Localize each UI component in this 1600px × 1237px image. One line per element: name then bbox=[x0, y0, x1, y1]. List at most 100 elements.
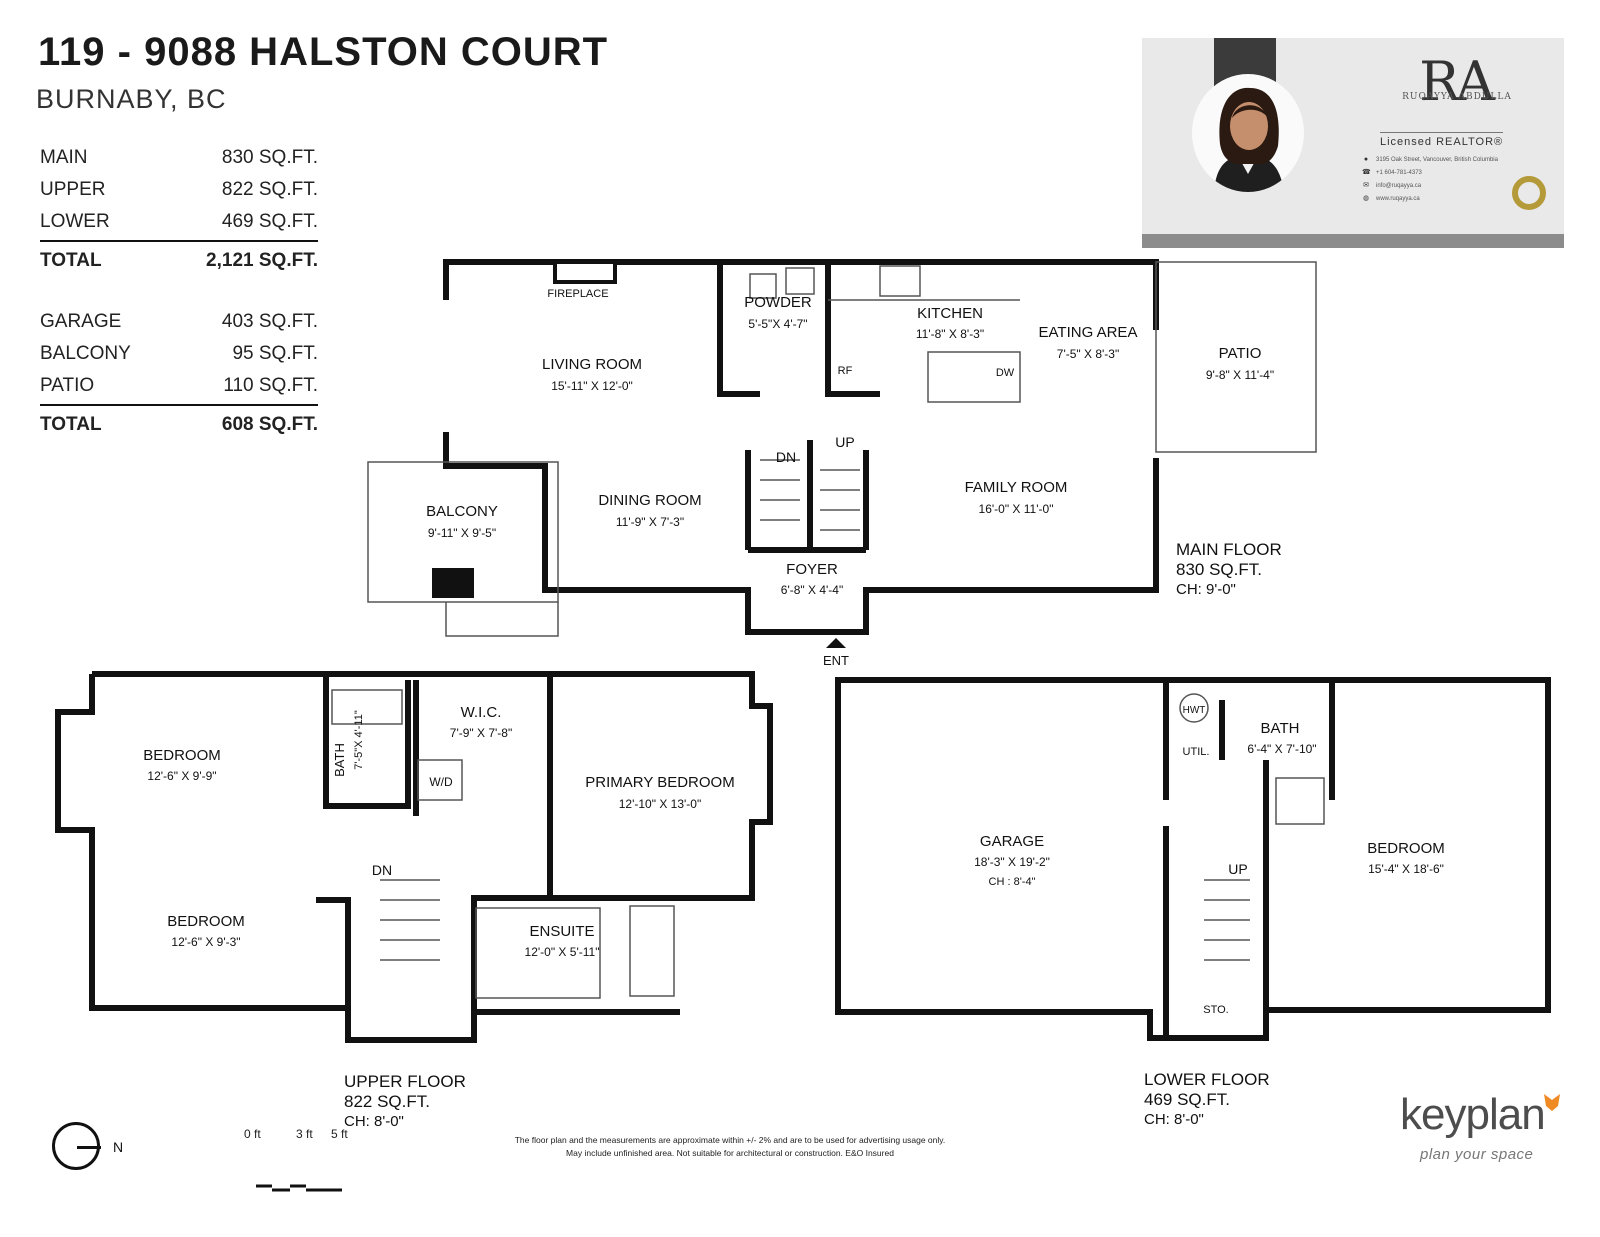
foyer-name: FOYER bbox=[786, 561, 838, 578]
area-value: 822 SQ.FT. bbox=[221, 179, 318, 200]
area-value: 95 SQ.FT. bbox=[232, 343, 318, 364]
disclaimer: The floor plan and the measurements are … bbox=[470, 1134, 990, 1160]
email-text: info@ruqayya.ca bbox=[1376, 183, 1422, 189]
compass-needle bbox=[77, 1146, 101, 1149]
main-floor-label: MAIN FLOOR 830 SQ.FT. CH: 9'-0" bbox=[1176, 540, 1282, 600]
licensed-realtor: Licensed REALTOR® bbox=[1380, 132, 1504, 148]
bedroom-1-name: BEDROOM bbox=[143, 747, 221, 764]
fox-icon bbox=[1544, 1094, 1560, 1111]
area-label: LOWER bbox=[40, 211, 110, 232]
kitchen-dim: 11'-8" X 8'-3" bbox=[916, 327, 984, 341]
primary-bedroom-dim: 12'-10" X 13'-0" bbox=[619, 797, 701, 811]
storage-label: STO. bbox=[1203, 1004, 1228, 1016]
area-label: PATIO bbox=[40, 375, 95, 396]
scale-bar bbox=[256, 1184, 342, 1192]
phone-icon: ☎ bbox=[1362, 169, 1371, 176]
upper-floor-label: UPPER FLOOR 822 SQ.FT. CH: 8'-0" bbox=[344, 1072, 466, 1132]
compass-north-label: N bbox=[113, 1139, 124, 1155]
area-row-main: MAIN 830 SQ.FT. bbox=[40, 142, 318, 174]
main-floor-fixtures bbox=[367, 261, 1317, 637]
stairs-down-label: DN bbox=[776, 449, 796, 465]
area-row-patio: PATIO 110 SQ.FT. bbox=[40, 370, 318, 402]
family-room-dim: 16'-0" X 11'-0" bbox=[979, 502, 1054, 516]
scale-label-3: 3 ft bbox=[296, 1127, 313, 1141]
floor-ceiling: CH: 8'-0" bbox=[344, 1113, 404, 1130]
property-address: 119 - 9088 HALSTON COURT bbox=[38, 30, 609, 74]
entrance-arrow-icon bbox=[826, 638, 846, 648]
lower-floor-fixtures bbox=[1179, 693, 1325, 961]
fireplace-label: FIREPLACE bbox=[547, 288, 608, 300]
patio-name: PATIO bbox=[1219, 345, 1262, 362]
area-row-balcony: BALCONY 95 SQ.FT. bbox=[40, 338, 318, 370]
floor-area: 830 SQ.FT. bbox=[1176, 560, 1262, 579]
area-label: GARAGE bbox=[40, 311, 122, 332]
ensuite-dim: 12'-0" X 5'-11" bbox=[525, 945, 600, 959]
agent-website: ◍www.ruqayya.ca bbox=[1362, 195, 1420, 203]
upper-floor-walls bbox=[55, 671, 773, 1043]
floor-ceiling: CH: 8'-0" bbox=[1144, 1111, 1204, 1128]
agent-logo: RA bbox=[1419, 50, 1495, 113]
bedroom-2-dim: 12'-6" X 9'-3" bbox=[171, 935, 240, 949]
keyplan-logo: keyplan bbox=[1400, 1090, 1546, 1139]
address-text: 3195 Oak Street, Vancouver, British Colu… bbox=[1376, 157, 1498, 163]
bath-dim: 7'-5"X 4'-11" bbox=[353, 710, 365, 770]
disclaimer-line-2: May include unfinished area. Not suitabl… bbox=[566, 1148, 894, 1158]
total-value: 608 SQ.FT. bbox=[221, 414, 318, 435]
hot-water-tank-label: HWT bbox=[1183, 705, 1206, 716]
lower-bath-dim: 6'-4" X 7'-10" bbox=[1247, 742, 1316, 756]
brokerage-logo-icon bbox=[1512, 176, 1546, 210]
area-row-lower: LOWER 469 SQ.FT. bbox=[40, 206, 318, 238]
foyer-dim: 6'-8" X 4'-4" bbox=[781, 583, 843, 597]
eating-area-name: EATING AREA bbox=[1039, 324, 1138, 341]
area-label: MAIN bbox=[40, 147, 88, 168]
upper-floor-fixtures bbox=[331, 689, 675, 999]
living-area-table: MAIN 830 SQ.FT. UPPER 822 SQ.FT. LOWER 469 … bbox=[40, 142, 318, 280]
area-value: 469 SQ.FT. bbox=[221, 211, 318, 232]
dishwasher-label: DW bbox=[996, 367, 1015, 379]
agent-email: ✉info@ruqayya.ca bbox=[1362, 182, 1421, 190]
floor-ceiling: CH: 9'-0" bbox=[1176, 581, 1236, 598]
floor-name: LOWER FLOOR bbox=[1144, 1070, 1270, 1089]
area-label: UPPER bbox=[40, 179, 106, 200]
family-room-name: FAMILY ROOM bbox=[965, 479, 1068, 496]
phone-text: +1 604-781-4373 bbox=[1376, 170, 1422, 176]
scale-label-0: 0 ft bbox=[244, 1127, 261, 1141]
powder-dim: 5'-5"X 4'-7" bbox=[748, 317, 807, 331]
area-value: 110 SQ.FT. bbox=[223, 375, 318, 396]
living-room-name: LIVING ROOM bbox=[542, 356, 642, 373]
fireplace bbox=[553, 260, 617, 284]
upper-stairs-down-label: DN bbox=[372, 862, 392, 878]
garage-dim: 18'-3" X 19'-2" bbox=[974, 855, 1050, 869]
primary-bedroom-name: PRIMARY BEDROOM bbox=[585, 774, 734, 791]
bedroom-1-dim: 12'-6" X 9'-9" bbox=[147, 769, 216, 783]
agent-name: RUQAYYA ABDULLA bbox=[1402, 92, 1512, 102]
total-label: TOTAL bbox=[40, 414, 102, 435]
disclaimer-line-1: The floor plan and the measurements are … bbox=[514, 1135, 946, 1145]
agent-address: ● 3195 Oak Street, Vancouver, British Col… bbox=[1362, 156, 1498, 164]
dining-room-name: DINING ROOM bbox=[598, 492, 701, 509]
keyplan-tagline: plan your space bbox=[1420, 1146, 1534, 1163]
patio-dim: 9'-8" X 11'-4" bbox=[1206, 368, 1274, 382]
website-text: www.ruqayya.ca bbox=[1376, 196, 1420, 202]
agent-photo bbox=[1192, 74, 1304, 192]
agent-card: RA RUQAYYA ABDULLA Licensed REALTOR® ● 31… bbox=[1142, 38, 1564, 248]
location-pin-icon: ● bbox=[1363, 156, 1369, 163]
lower-floor-walls bbox=[835, 677, 1551, 1041]
utility-label: UTIL. bbox=[1183, 746, 1210, 758]
powder-name: POWDER bbox=[744, 294, 812, 311]
lower-bath-name: BATH bbox=[1261, 720, 1300, 737]
lower-floor-label: LOWER FLOOR 469 SQ.FT. CH: 8'-0" bbox=[1144, 1070, 1270, 1130]
area-value: 830 SQ.FT. bbox=[221, 147, 318, 168]
area-row-total: TOTAL 608 SQ.FT. bbox=[40, 404, 318, 444]
area-row-upper: UPPER 822 SQ.FT. bbox=[40, 174, 318, 206]
area-label: BALCONY bbox=[40, 343, 131, 364]
wic-name: W.I.C. bbox=[461, 704, 502, 721]
wic-dim: 7'-9" X 7'-8" bbox=[450, 726, 512, 740]
stairs-up-label: UP bbox=[835, 434, 854, 450]
lower-bedroom-dim: 15'-4" X 18'-6" bbox=[1368, 862, 1444, 876]
bath-name: BATH bbox=[332, 743, 347, 777]
dining-room-dim: 11'-9" X 7'-3" bbox=[616, 515, 684, 529]
